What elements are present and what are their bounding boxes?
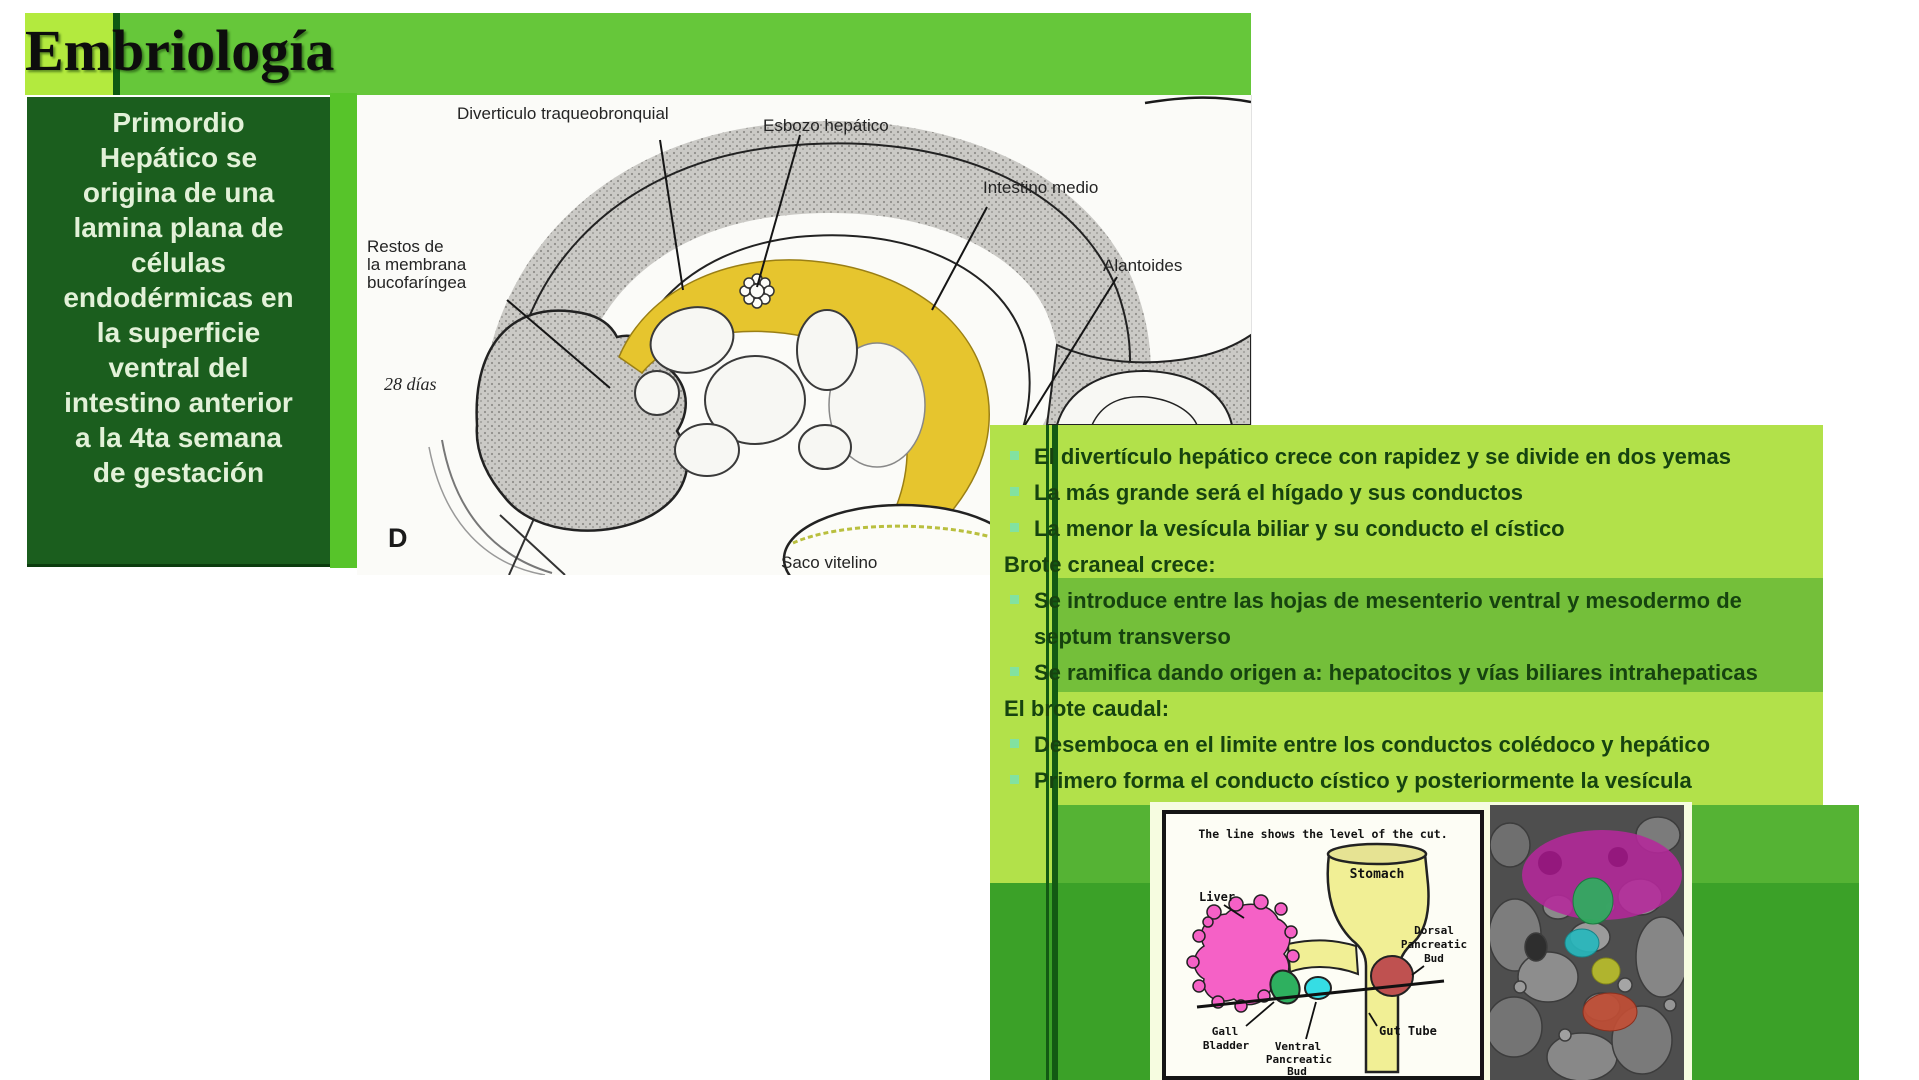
amnion-line-2 [428, 446, 546, 575]
label-midgut: Intestino medio [983, 178, 1098, 197]
label-stomach: Stomach [1350, 867, 1405, 882]
bullet-square-icon [1010, 739, 1019, 748]
histology-svg [1485, 805, 1689, 1080]
label-panel-letter: D [388, 523, 408, 553]
vertical-divider-thin [1046, 425, 1049, 1080]
leader-lines [506, 134, 1118, 426]
list-item: La menor la vesícula biliar y su conduct… [998, 511, 1814, 547]
label-28-days: 28 días [384, 374, 437, 394]
bullet-square-icon [1010, 775, 1019, 784]
left-accent-stripe [330, 93, 357, 568]
dorsal-bud-highlight [1582, 992, 1638, 1032]
embryo-illustration: Diverticulo traqueobronquial Esbozo hepá… [367, 96, 1251, 575]
title-accent-square [25, 13, 113, 95]
label-tracheobronchial-diverticulum: Diverticulo traqueobronquial [457, 104, 669, 123]
yellow-highlight [1591, 957, 1621, 985]
gall-bladder-shape [1269, 969, 1301, 1005]
label-ventral-1: Ventral [1275, 1040, 1321, 1053]
bullet-text: Desemboca en el limite entre los conduct… [1034, 732, 1711, 757]
label-membrane-3: bucofaríngea [367, 273, 467, 292]
dorsal-pancreatic-bud-shape [1370, 955, 1414, 997]
label-gall-1: Gall [1212, 1025, 1239, 1038]
bullet-text: El divertículo hepático crece con rapide… [1034, 444, 1731, 469]
label-liver: Liver [1199, 890, 1235, 904]
tail-curl-inner [1091, 395, 1198, 426]
label-allantois: Alantoides [1103, 256, 1182, 275]
liver-highlight [1522, 830, 1682, 920]
label-yolk-sac: Saco vitelino [781, 553, 877, 572]
drawing-leader-lines [1223, 904, 1425, 1040]
gall-bladder-highlight [1572, 877, 1614, 925]
liver-highlight-spot [1608, 847, 1628, 867]
list-header: El brote caudal: [1004, 696, 1170, 721]
title-band [25, 13, 1251, 95]
list-item: La más grande será el hígado y sus condu… [998, 475, 1814, 511]
label-ventral-2: Pancreatic [1266, 1053, 1332, 1066]
bullet-square-icon [1010, 667, 1019, 676]
cut-level-drawing: The line shows the level of the cut. [1162, 810, 1484, 1080]
cut-drawing-svg: The line shows the level of the cut. [1186, 827, 1467, 1078]
cut-figure-caption: The line shows the level of the cut. [1198, 827, 1447, 841]
bullet-square-icon [1010, 487, 1019, 496]
yolk-sac-rim [792, 524, 1006, 545]
hepatic-bud-star [739, 273, 775, 309]
label-hepatic-bud: Esbozo hepático [763, 116, 889, 135]
bullet-text: Primero forma el conducto cístico y post… [1034, 768, 1692, 793]
page-title: Embriología [25, 18, 335, 83]
label-dorsal-3: Bud [1424, 952, 1444, 965]
bullet-square-icon [1010, 451, 1019, 460]
label-dorsal-2: Pancreatic [1401, 938, 1467, 951]
bullet-text: Se ramifica dando origen a: hepatocitos … [1034, 660, 1758, 685]
bullet-square-icon [1010, 523, 1019, 532]
list-item: Desemboca en el limite entre los conduct… [998, 727, 1814, 763]
vertical-divider-thick [1052, 425, 1058, 1080]
bullet-text: La más grande será el hígado y sus condu… [1034, 480, 1524, 505]
label-dorsal-1: Dorsal [1414, 924, 1454, 937]
bullet-panel-shaded-band [1056, 578, 1823, 692]
left-summary-box: Primordio Hepático se origina de una lam… [27, 97, 330, 567]
list-item: Se introduce entre las hojas de mesenter… [998, 583, 1814, 655]
bullet-list: El divertículo hepático crece con rapide… [998, 439, 1814, 799]
left-summary-text: Primordio Hepático se origina de una lam… [63, 107, 294, 488]
pericardial-bumps [634, 306, 926, 477]
list-item: El divertículo hepático crece con rapide… [998, 439, 1814, 475]
title-accent-stripe [113, 13, 120, 95]
list-header: Brote craneal crece: [1004, 552, 1216, 577]
amnion-line [441, 439, 553, 574]
bullet-text: Se introduce entre las hojas de mesenter… [1034, 588, 1742, 649]
liver-highlight-spot [1538, 851, 1562, 875]
label-ventral-3: Bud [1287, 1065, 1307, 1076]
list-item: Se ramifica dando origen a: hepatocitos … [998, 655, 1814, 691]
label-membrane-1: Restos de [367, 237, 444, 256]
chorion-edge-line [1144, 96, 1251, 105]
label-gall-2: Bladder [1203, 1039, 1250, 1052]
list-item: Primero forma el conducto cístico y post… [998, 763, 1814, 799]
ventral-bud-highlight [1564, 928, 1600, 958]
label-gut-tube: Gut Tube [1379, 1024, 1437, 1038]
cut-level-line [1196, 979, 1445, 1009]
stomach-opening [1326, 842, 1428, 866]
bullet-square-icon [1010, 595, 1019, 604]
bullet-text: La menor la vesícula biliar y su conduct… [1034, 516, 1565, 541]
duct-shape [1286, 939, 1360, 976]
histology-photo [1485, 805, 1689, 1080]
label-membrane-2: la membrana [367, 255, 467, 274]
